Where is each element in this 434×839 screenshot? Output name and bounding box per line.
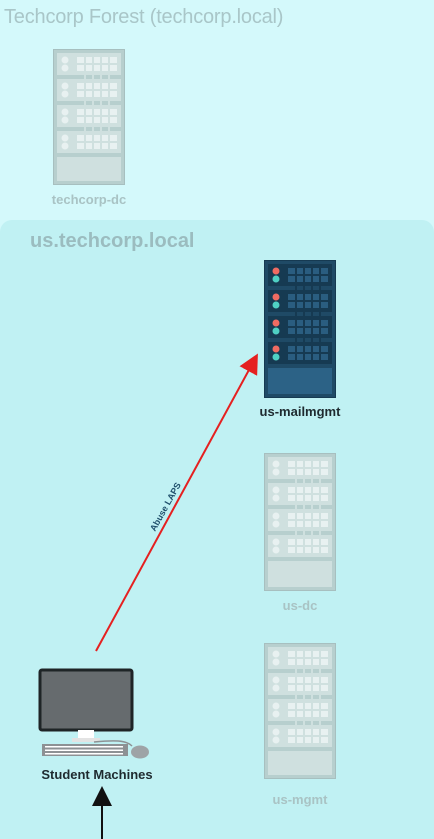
node-label-us-dc: us-dc xyxy=(282,598,318,613)
server-icon xyxy=(264,453,336,591)
server-icon xyxy=(264,260,336,398)
domain-title: us.techcorp.local xyxy=(30,230,195,252)
node-label-techcorp-dc: techcorp-dc xyxy=(51,192,127,207)
node-label-us-mailmgmt: us-mailmgmt xyxy=(259,404,341,419)
node-label-us-mgmt: us-mgmt xyxy=(272,792,328,807)
desktop-computer-icon xyxy=(38,668,149,759)
forest-title: Techcorp Forest (techcorp.local) xyxy=(4,6,284,28)
server-icon xyxy=(53,49,125,185)
server-icon xyxy=(264,643,336,779)
node-label-student-machines: Student Machines xyxy=(41,767,153,782)
